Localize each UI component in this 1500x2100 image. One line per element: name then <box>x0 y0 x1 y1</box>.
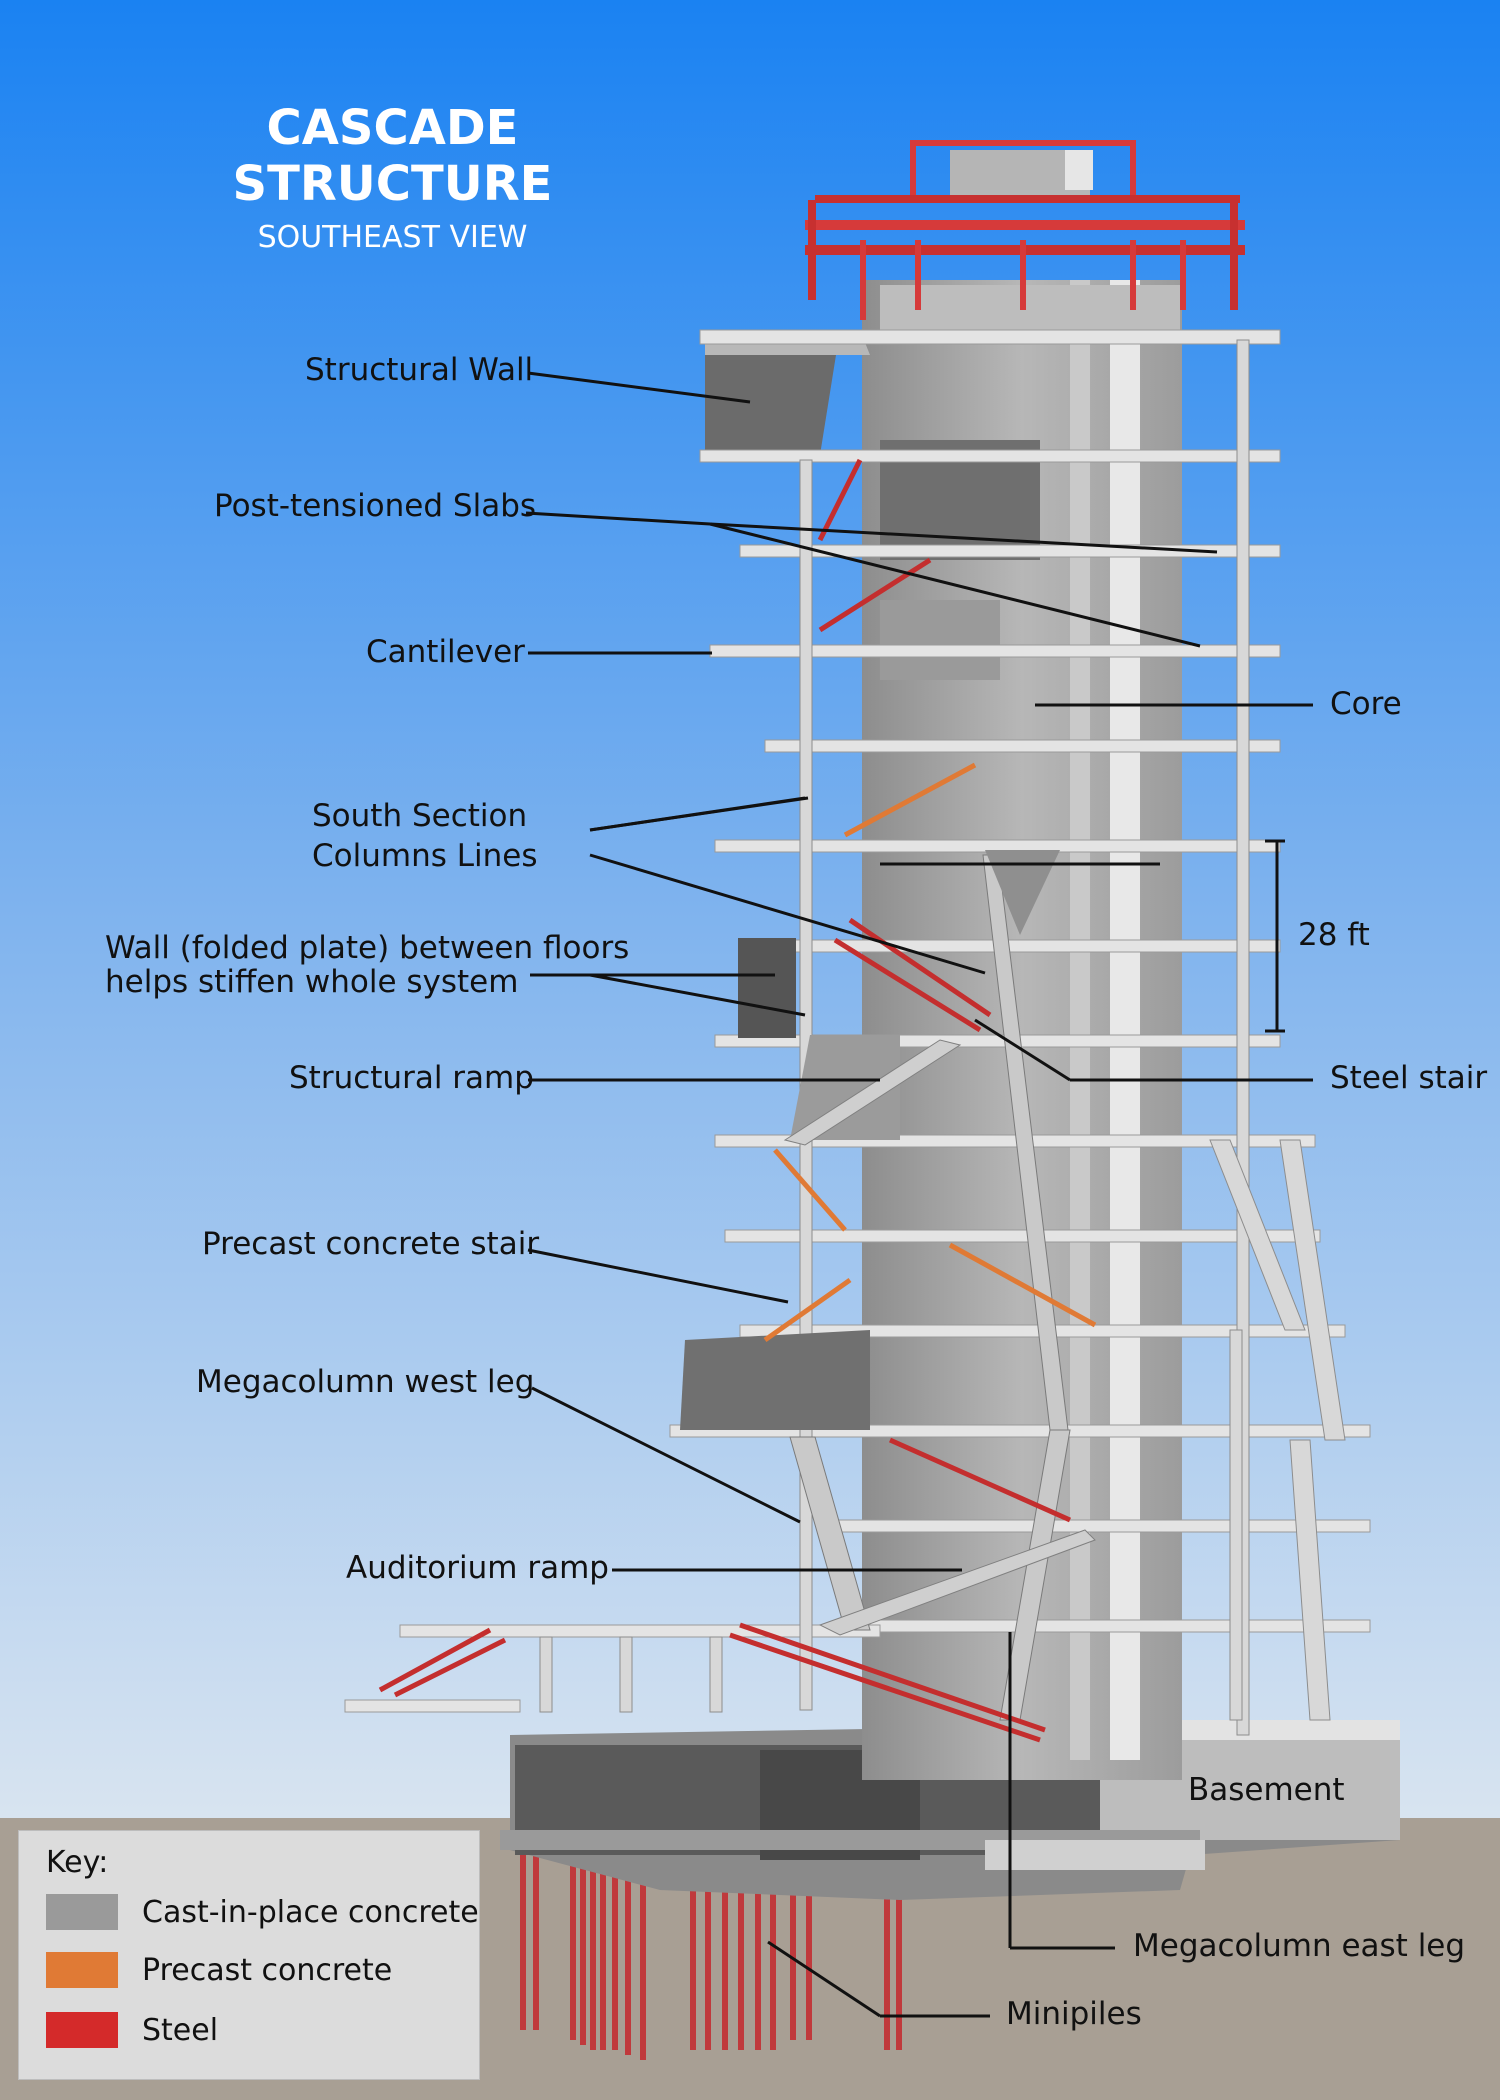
rooftop-steel-frame <box>805 140 1245 335</box>
label-auditorium-ramp: Auditorium ramp <box>346 1550 609 1586</box>
leader-lines <box>525 371 1313 2018</box>
label-basement: Basement <box>1188 1772 1345 1808</box>
label-structural-wall: Structural Wall <box>305 352 534 388</box>
minipiles-group <box>520 1850 902 2060</box>
label-megacolumn-west-leg: Megacolumn west leg <box>196 1364 535 1400</box>
folded-plate-walls <box>680 850 1060 1430</box>
legend-label-cast-in-place: Cast-in-place concrete <box>142 1894 479 1930</box>
legend-label-steel: Steel <box>142 2012 219 2048</box>
label-structural-ramp: Structural ramp <box>289 1060 534 1096</box>
label-south-section-line1: South Section <box>312 798 528 834</box>
legend-item-precast: Precast concrete <box>46 1951 392 1989</box>
ramps <box>783 1039 1096 1636</box>
legend-heading: Key: <box>46 1845 109 1880</box>
label-megacolumn-east-leg: Megacolumn east leg <box>1133 1928 1466 1964</box>
title-block: CASCADE STRUCTURE SOUTHEAST VIEW <box>140 100 645 255</box>
label-dimension-28ft: 28 ft <box>1298 917 1370 953</box>
legend-swatch-precast <box>46 1952 118 1988</box>
label-south-section-line2: Columns Lines <box>312 838 538 874</box>
megacolumns <box>789 854 1071 1721</box>
sky-background <box>0 0 1500 1818</box>
diagram-title: CASCADE STRUCTURE <box>232 100 553 212</box>
diagram-subtitle: SOUTHEAST VIEW <box>257 220 528 255</box>
precast-stairs <box>763 762 1097 1343</box>
label-folded-plate-line2: helps stiffen whole system <box>105 964 519 1000</box>
label-steel-stair: Steel stair <box>1330 1060 1488 1096</box>
label-precast-concrete-stair: Precast concrete stair <box>202 1226 540 1262</box>
legend-key: Key: Cast-in-place concrete Precast conc… <box>18 1830 480 2080</box>
label-core: Core <box>1330 686 1402 722</box>
label-cantilever: Cantilever <box>366 634 525 670</box>
label-post-tensioned-slabs: Post-tensioned Slabs <box>214 488 537 524</box>
legend-swatch-cast-in-place <box>46 1894 118 1930</box>
label-folded-plate-line1: Wall (folded plate) between floors <box>105 930 630 966</box>
steel-stairs <box>378 458 1072 1743</box>
legend-item-cast-in-place: Cast-in-place concrete <box>46 1893 479 1931</box>
legend-item-steel: Steel <box>46 2011 218 2049</box>
legend-label-precast: Precast concrete <box>142 1952 393 1988</box>
legend-swatch-steel <box>46 2012 118 2048</box>
label-minipiles: Minipiles <box>1006 1996 1142 2032</box>
